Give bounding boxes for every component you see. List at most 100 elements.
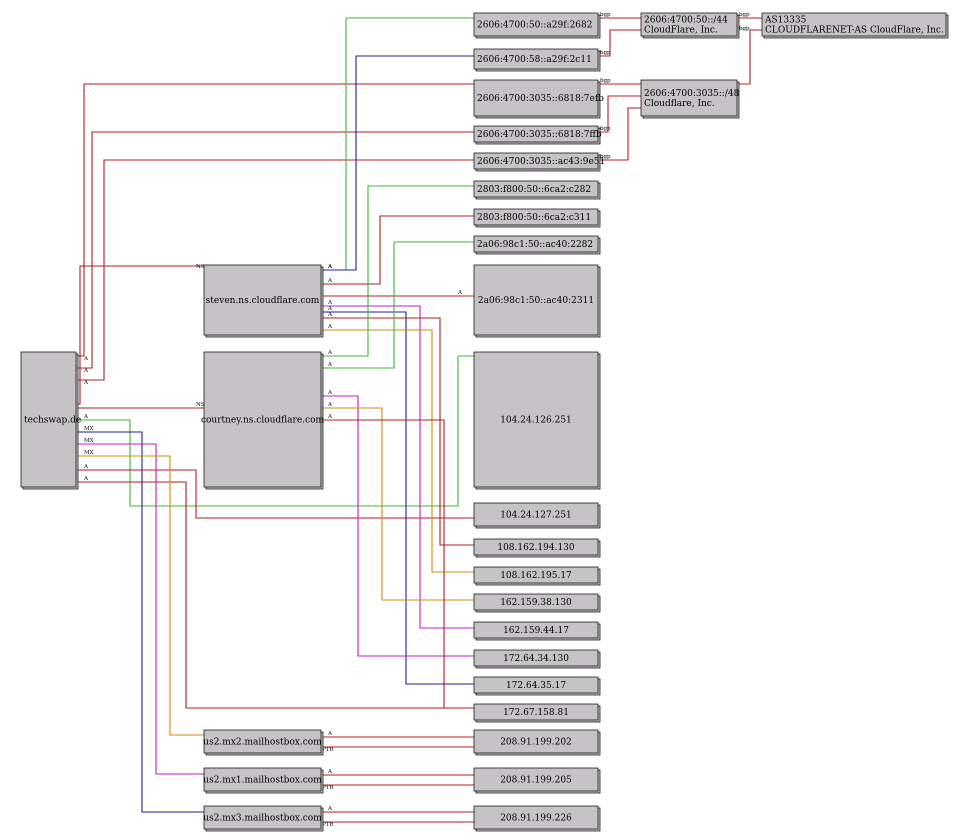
- node-ip4-127[interactable]: 104.24.127.251: [473, 502, 601, 529]
- edge-label: A: [327, 731, 333, 737]
- edge-steven-ip6_2311-a: A: [321, 290, 474, 297]
- edge-line: [76, 355, 474, 507]
- edge-line: [737, 29, 762, 85]
- node-box: [473, 538, 599, 556]
- edge-label: A: [327, 769, 333, 775]
- node-ip6-9e51[interactable]: 2606:4700:3035::ac43:9e51: [473, 152, 605, 172]
- node-box: [473, 125, 599, 143]
- node-label: courtney.ns.cloudflare.com: [201, 416, 325, 426]
- edge-label: A: [327, 264, 333, 270]
- edge-label: bgp: [600, 12, 611, 18]
- edge-ip6_2c11-pfx44-bgp: bgp: [598, 29, 641, 57]
- edge-pfx48-as13335-bgp: bgp: [737, 26, 762, 85]
- edge-techswap-ip6_7ffb-a: A: [76, 131, 474, 374]
- node-ip4-126[interactable]: 104.24.126.251: [473, 351, 601, 490]
- edge-label: A: [327, 362, 333, 368]
- node-ip4-34[interactable]: 172.64.34.130: [473, 649, 601, 669]
- node-label: 104.24.126.251: [500, 416, 572, 426]
- edge-label: A: [327, 414, 333, 420]
- edge-label: A: [327, 324, 333, 330]
- node-courtney[interactable]: courtney.ns.cloudflare.com: [201, 351, 325, 490]
- node-ip4-35[interactable]: 172.64.35.17: [473, 676, 601, 696]
- node-ip4-44[interactable]: 162.159.44.17: [473, 621, 601, 641]
- edge-mx3-ip4_226-ptr: PTR: [321, 821, 474, 828]
- node-label: 162.159.38.130: [500, 598, 572, 608]
- node-label: us2.mx1.mailhostbox.com: [203, 776, 322, 786]
- node-label: steven.ns.cloudflare.com: [206, 296, 320, 306]
- edge-ip6_2682-pfx44-bgp: bgp: [598, 12, 641, 19]
- node-ip4-195[interactable]: 108.162.195.17: [473, 566, 601, 586]
- node-ip6-7efb[interactable]: 2606:4700:3035::6818:7efb: [473, 79, 604, 119]
- edge-label: A: [327, 278, 333, 284]
- edge-label: MX: [84, 426, 94, 432]
- node-ip6-c282[interactable]: 2803:f800:50::6ca2:c282: [473, 180, 601, 200]
- node-ip4-226[interactable]: 208.91.199.226: [473, 805, 601, 832]
- edge-line: [321, 311, 474, 685]
- node-ip6-2282[interactable]: 2a06:98c1:50::ac40:2282: [473, 235, 601, 255]
- edge-label: bgp: [600, 154, 611, 160]
- edge-label: bgp: [600, 126, 611, 132]
- node-box: [473, 180, 599, 198]
- edge-line: [598, 107, 641, 161]
- node-box: [473, 152, 599, 170]
- node-label: 172.67.158.81: [503, 708, 569, 718]
- edge-label: A: [327, 264, 333, 270]
- node-box: [203, 805, 322, 830]
- node-mx2[interactable]: us2.mx2.mailhostbox.com: [203, 729, 324, 756]
- node-ip4-205[interactable]: 208.91.199.205: [473, 767, 601, 794]
- node-box: [473, 48, 599, 70]
- edge-label: A: [457, 290, 463, 296]
- edge-techswap-courtney-ns: NS: [76, 402, 205, 409]
- node-box: [203, 767, 322, 792]
- edge-techswap-mx2-mx: MX: [76, 450, 204, 736]
- edge-courtney-ip4_34-a: A: [321, 390, 474, 657]
- edge-line: [76, 455, 204, 736]
- node-box: [473, 621, 599, 639]
- node-label: 162.159.44.17: [503, 626, 569, 636]
- node-ip6-2311[interactable]: 2a06:98c1:50::ac40:2311: [473, 264, 601, 338]
- node-ip6-2682[interactable]: 2606:4700:50::a29f:2682: [473, 12, 601, 39]
- node-ip4-158[interactable]: 172.67.158.81: [473, 703, 601, 723]
- edge-line: [598, 95, 641, 133]
- node-steven[interactable]: steven.ns.cloudflare.com: [203, 264, 324, 338]
- node-label: us2.mx3.mailhostbox.com: [203, 814, 322, 824]
- node-techswap[interactable]: techswap.de: [20, 351, 81, 490]
- node-ip6-2c11[interactable]: 2606:4700:58::a29f:2c11: [473, 48, 601, 72]
- edge-label: MX: [84, 450, 94, 456]
- edge-steven-ip6_2c11-a: A: [321, 55, 474, 271]
- node-box: [473, 593, 599, 611]
- node-label: 2a06:98c1:50::ac40:2282: [477, 240, 593, 250]
- node-ip6-c311[interactable]: 2803:f800:50::6ca2:c311: [473, 208, 601, 228]
- edge-mx1-ip4_205-a: A: [321, 769, 474, 776]
- node-label: 2606:4700:3035::6818:7ffb: [477, 130, 602, 140]
- node-ip6-7ffb[interactable]: 2606:4700:3035::6818:7ffb: [473, 125, 602, 145]
- edge-line: [321, 407, 474, 601]
- edge-line: [321, 305, 474, 629]
- edge-label: A: [83, 368, 89, 374]
- node-label: 2606:4700:3035::6818:7efb: [477, 94, 604, 104]
- node-mx3[interactable]: us2.mx3.mailhostbox.com: [203, 805, 324, 832]
- node-label: 2803:f800:50::6ca2:c311: [477, 213, 591, 223]
- edge-label: A: [83, 356, 89, 362]
- node-label: 2606:4700:50::a29f:2682: [477, 21, 592, 31]
- node-ip4-38[interactable]: 162.159.38.130: [473, 593, 601, 613]
- node-box: [473, 676, 599, 694]
- node-box: [640, 12, 738, 37]
- node-box: [203, 351, 322, 488]
- edge-label: A: [83, 414, 89, 420]
- edge-line: [598, 29, 641, 57]
- node-ip4-194[interactable]: 108.162.194.130: [473, 538, 601, 558]
- edge-label: A: [327, 312, 333, 318]
- node-label: 2606:4700:3035::/48: [644, 89, 740, 99]
- edge-steven-ip4_35-a: A: [321, 306, 474, 685]
- node-label: 2606:4700:3035::ac43:9e51: [477, 157, 605, 167]
- edge-label: MX: [84, 438, 94, 444]
- edge-label: bgp: [739, 26, 750, 32]
- node-ip4-202[interactable]: 208.91.199.202: [473, 729, 601, 756]
- node-mx1[interactable]: us2.mx1.mailhostbox.com: [203, 767, 324, 794]
- edge-techswap-mx3-mx: MX: [76, 426, 204, 813]
- node-box: [473, 502, 599, 527]
